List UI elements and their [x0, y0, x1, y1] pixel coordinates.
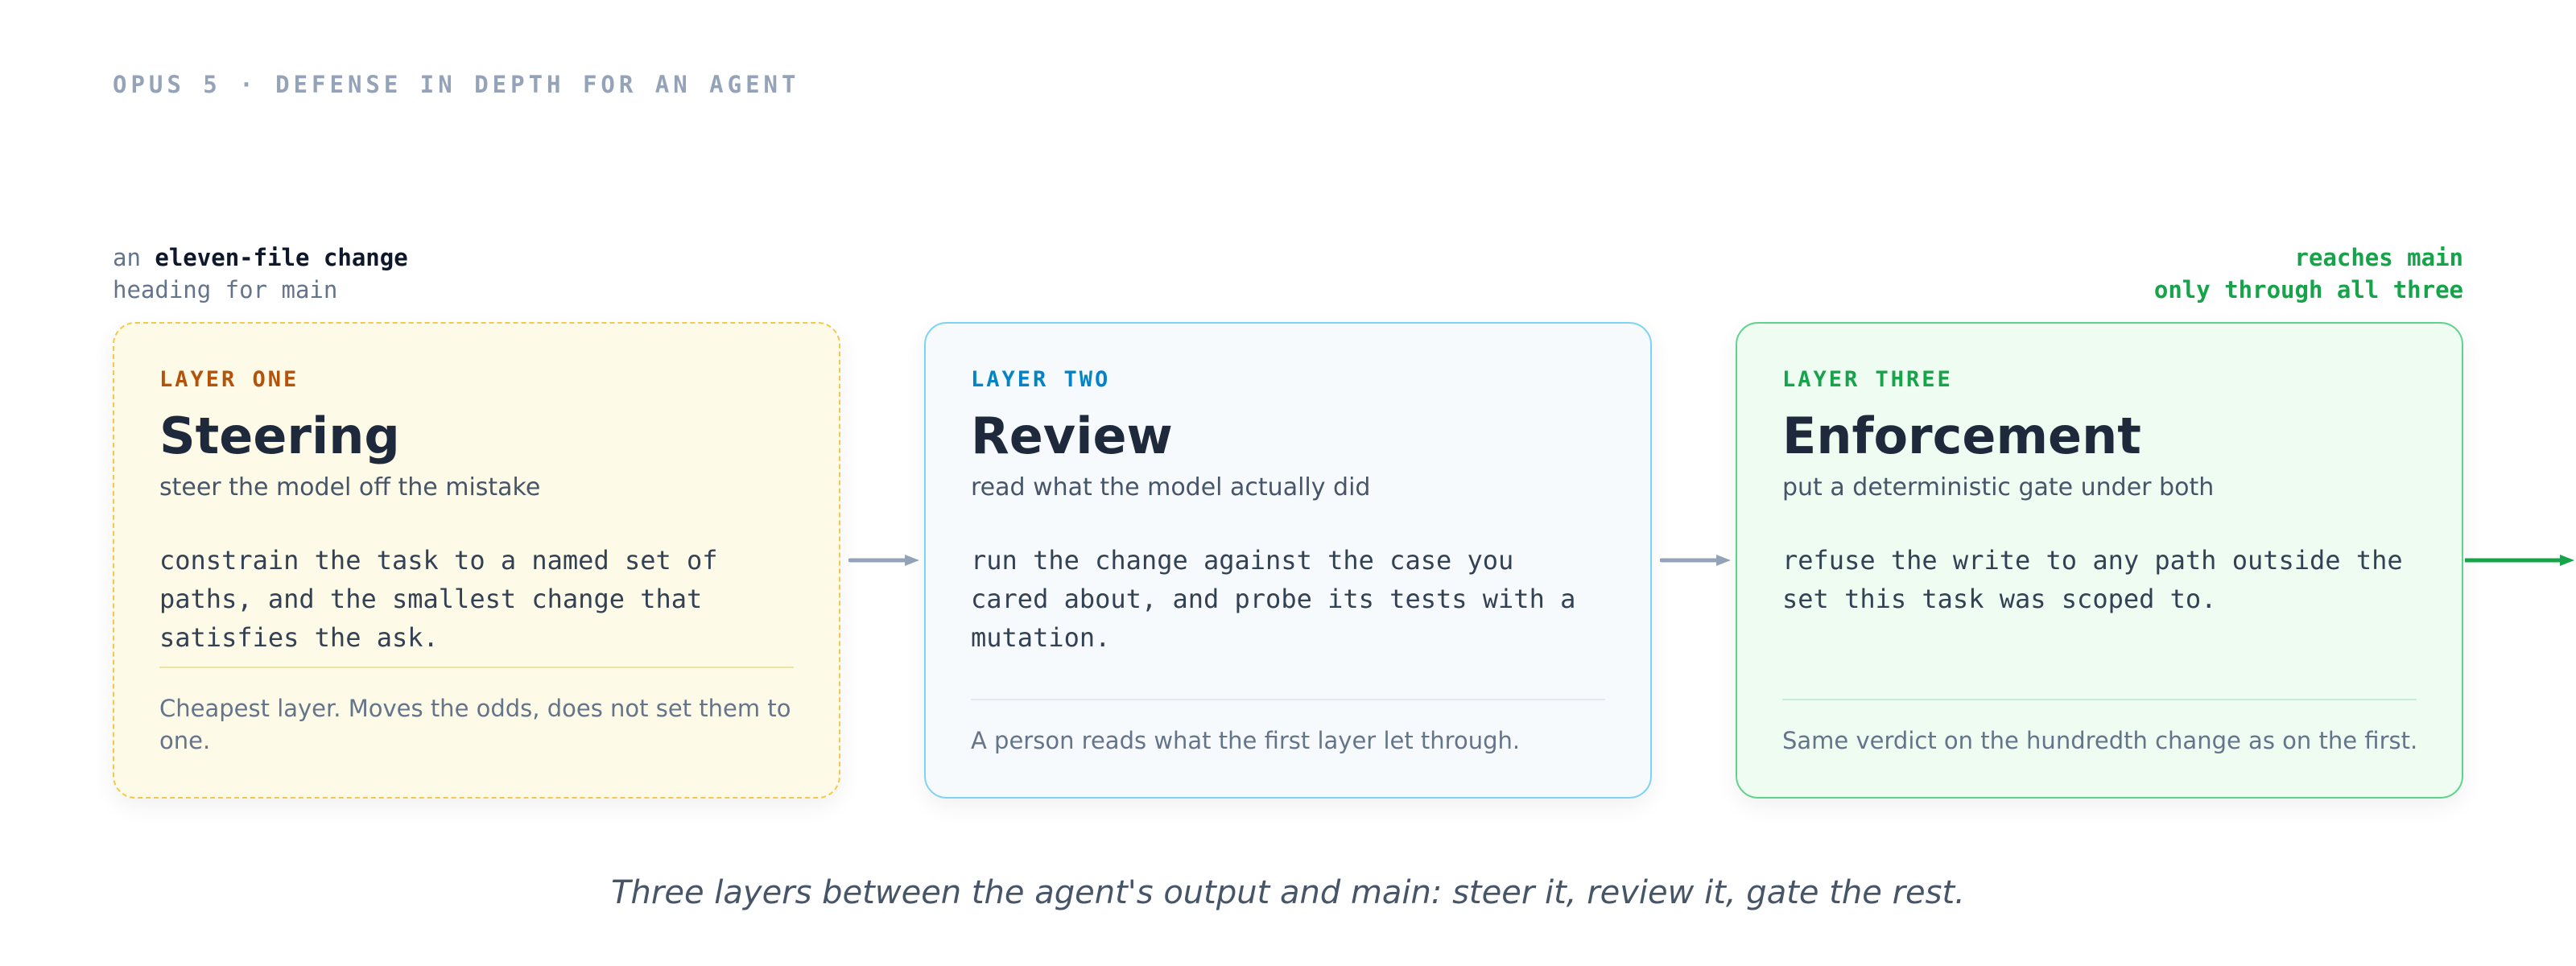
layer-subtitle: steer the model off the mistake: [159, 473, 541, 502]
entry-highlight: eleven-file change: [155, 244, 408, 271]
entry-label-line-2: heading for main: [113, 276, 338, 303]
layer-footnote: Same verdict on the hundredth change as …: [1782, 727, 2418, 754]
layer-card-review: LAYER TWO Review read what the model act…: [924, 322, 1652, 799]
layer-footnote: A person reads what the first layer let …: [971, 727, 1521, 754]
layer-divider: [1782, 699, 2417, 700]
layer-tag: LAYER ONE: [159, 367, 299, 392]
exit-arrow-to-main: [2465, 555, 2574, 566]
diagram-caption: Three layers between the agent's output …: [611, 874, 1965, 911]
exit-label-line-2: only through all three: [2153, 276, 2463, 303]
connector-arrow-2-to-3: [1660, 555, 1731, 566]
layer-title: Review: [971, 407, 1173, 465]
layer-subtitle: put a deterministic gate under both: [1782, 473, 2215, 502]
layer-title: Steering: [159, 407, 400, 465]
exit-label-line-1: reaches main: [2294, 244, 2463, 271]
layer-title: Enforcement: [1782, 407, 2141, 465]
layer-card-steering: LAYER ONE Steering steer the model off t…: [113, 322, 840, 799]
layer-footnote: Cheapest layer. Moves the odds, does not…: [159, 695, 791, 754]
diagram-eyebrow: OPUS 5 · DEFENSE IN DEPTH FOR AN AGENT: [113, 71, 800, 98]
entry-prefix: an: [113, 244, 141, 271]
layer-divider: [159, 667, 794, 668]
layer-body: constrain the task to a named set of pat…: [159, 545, 718, 653]
exit-label: reaches main only through all three: [2154, 242, 2463, 306]
connector-arrow-1-to-2: [848, 555, 919, 566]
layer-tag: LAYER THREE: [1782, 367, 1953, 392]
layer-subtitle: read what the model actually did: [971, 473, 1371, 502]
entry-label-line-1: an eleven-file change: [113, 242, 408, 274]
layer-body: run the change against the case you care…: [971, 545, 1576, 653]
layer-card-enforcement: LAYER THREE Enforcement put a determinis…: [1736, 322, 2463, 799]
entry-label: an eleven-file change heading for main: [113, 242, 408, 306]
layer-body: refuse the write to any path outside the…: [1782, 545, 2403, 614]
layer-tag: LAYER TWO: [971, 367, 1111, 392]
layer-divider: [971, 699, 1605, 700]
